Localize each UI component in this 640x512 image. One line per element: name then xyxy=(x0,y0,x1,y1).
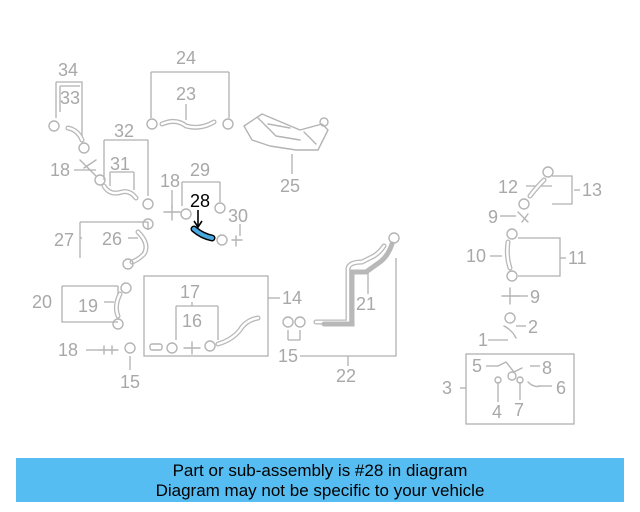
label-17[interactable]: 17 xyxy=(180,282,200,302)
label-9-top[interactable]: 9 xyxy=(488,207,498,227)
label-27[interactable]: 27 xyxy=(54,230,74,250)
part-28-hose[interactable] xyxy=(192,227,214,240)
label-7[interactable]: 7 xyxy=(514,400,524,420)
label-9-bottom[interactable]: 9 xyxy=(530,287,540,307)
label-30[interactable]: 30 xyxy=(228,206,248,226)
label-18-mid[interactable]: 18 xyxy=(160,171,180,191)
label-1[interactable]: 1 xyxy=(478,330,488,350)
label-28[interactable]: 28 xyxy=(190,191,210,211)
parts-diagram: 34 33 24 23 32 31 18 25 18 29 28 30 27 2… xyxy=(32,48,602,425)
label-15-right[interactable]: 15 xyxy=(278,346,298,366)
label-2[interactable]: 2 xyxy=(528,317,538,337)
label-20[interactable]: 20 xyxy=(32,292,52,312)
label-23[interactable]: 23 xyxy=(176,84,196,104)
label-22[interactable]: 22 xyxy=(336,366,356,386)
label-34[interactable]: 34 xyxy=(58,60,78,80)
label-32[interactable]: 32 xyxy=(114,121,134,141)
part-drawings xyxy=(48,113,554,388)
label-16[interactable]: 16 xyxy=(182,311,202,331)
info-banner: Part or sub-assembly is #28 in diagram D… xyxy=(16,458,624,502)
label-19[interactable]: 19 xyxy=(78,296,98,316)
label-31[interactable]: 31 xyxy=(110,154,130,174)
label-4[interactable]: 4 xyxy=(492,402,502,422)
banner-line-2: Diagram may not be specific to your vehi… xyxy=(155,481,485,500)
label-12[interactable]: 12 xyxy=(498,177,518,197)
label-5[interactable]: 5 xyxy=(472,356,482,376)
banner-line-1: Part or sub-assembly is #28 in diagram xyxy=(172,461,468,480)
label-29[interactable]: 29 xyxy=(190,160,210,180)
label-18-bottom[interactable]: 18 xyxy=(58,340,78,360)
label-14[interactable]: 14 xyxy=(282,288,302,308)
label-3[interactable]: 3 xyxy=(442,378,452,398)
label-15-left[interactable]: 15 xyxy=(120,372,140,392)
label-6[interactable]: 6 xyxy=(556,378,566,398)
highlighted-part-28[interactable] xyxy=(190,210,216,242)
callout-lines xyxy=(55,71,580,425)
part-labels: 34 33 24 23 32 31 18 25 18 29 28 30 27 2… xyxy=(32,48,602,422)
label-24[interactable]: 24 xyxy=(176,48,196,68)
label-26[interactable]: 26 xyxy=(102,229,122,249)
label-10[interactable]: 10 xyxy=(466,246,486,266)
label-8[interactable]: 8 xyxy=(542,358,552,378)
label-11[interactable]: 11 xyxy=(568,248,587,268)
label-21[interactable]: 21 xyxy=(356,294,376,314)
label-13[interactable]: 13 xyxy=(582,180,602,200)
label-25[interactable]: 25 xyxy=(280,176,300,196)
label-33[interactable]: 33 xyxy=(60,88,80,108)
label-18-top[interactable]: 18 xyxy=(50,160,70,180)
